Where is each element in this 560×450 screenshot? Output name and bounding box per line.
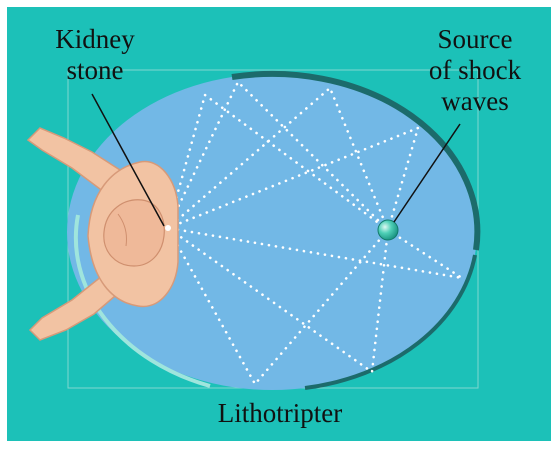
lower-arm <box>28 266 123 341</box>
wave-path <box>166 125 421 232</box>
head <box>103 199 165 267</box>
device-label: Lithotripter <box>217 398 343 428</box>
chamber-rim-light <box>73 214 211 388</box>
kidney-stone-focal-point <box>165 225 171 231</box>
chamber-rim-dark <box>231 70 481 251</box>
human-figure-icon <box>26 127 179 341</box>
wave-path <box>166 226 390 375</box>
shoulder-contour <box>117 213 127 247</box>
upper-arm <box>26 127 121 200</box>
shock-wave-paths <box>166 79 463 387</box>
shock-source-label-line: waves <box>441 86 509 116</box>
shock-source-label-line: Source <box>437 24 513 54</box>
kidney-stone-label-line: Kidney <box>55 24 135 54</box>
shock-source-label-line: of shock <box>428 55 522 85</box>
kidney-stone-label-line: stone <box>66 55 124 85</box>
wave-path <box>166 226 463 280</box>
shock-source-sphere-icon <box>377 219 399 241</box>
kidney-stone-label: Kidney stone <box>30 24 160 86</box>
ellipsoid-chamber <box>67 70 481 390</box>
wave-path <box>166 92 390 232</box>
chamber-rim-dark-lower <box>304 254 477 390</box>
wave-path <box>166 79 390 232</box>
chamber-fill <box>67 74 477 390</box>
shock-source-label: Source of shock waves <box>410 24 540 117</box>
kidney-stone-leader-line <box>91 93 165 227</box>
source-leader-line <box>393 123 461 223</box>
